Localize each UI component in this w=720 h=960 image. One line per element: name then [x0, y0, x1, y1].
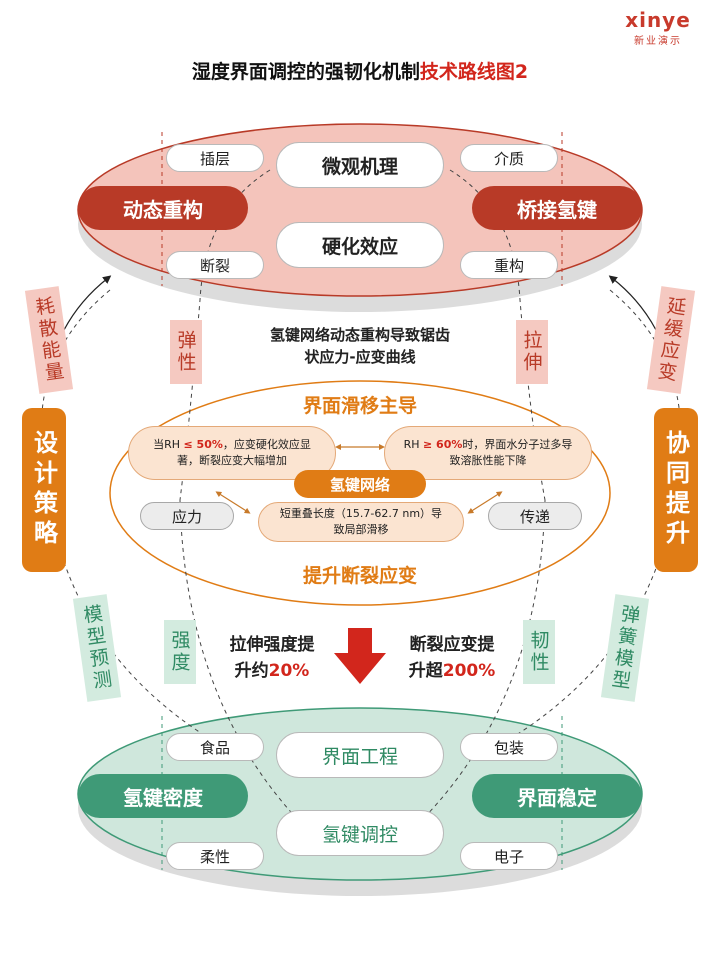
- middle-caption: 氢键网络动态重构导致锯齿 状应力-应变曲线: [230, 324, 490, 368]
- result-left-value: 20%: [268, 661, 310, 681]
- logo: xinye 新业演示: [610, 8, 706, 47]
- result-right-line1: 断裂应变提: [409, 635, 495, 655]
- bottom-right-bottom-text: 电子: [493, 847, 524, 866]
- bottom-left-main-pill: 氢键密度: [78, 774, 248, 818]
- top-left-top-text: 插层: [199, 149, 230, 168]
- guide-left-lower: [179, 499, 301, 823]
- result-left-line2: 升约20%: [214, 658, 330, 684]
- bottom-center-bottom-pill: 氢键调控: [276, 810, 444, 856]
- label-left-strategy: 设计策略: [22, 408, 66, 572]
- middle-left-grey-pill: 应力: [140, 502, 234, 530]
- middle-bottom-box-text: 短重叠长度（15.7-62.7 nm）导致局部滑移: [279, 507, 443, 536]
- bottom-right-top-text: 包装: [493, 738, 524, 757]
- page-title-main: 湿度界面调控的强韧化机制: [191, 60, 420, 83]
- bottom-right-top-pill: 包装: [460, 733, 558, 761]
- bottom-left-main-text: 氢键密度: [123, 785, 203, 810]
- page-title-highlight: 技术路线图2: [419, 60, 529, 83]
- top-center-top-text: 微观机理: [321, 155, 398, 178]
- logo-subtitle: 新业演示: [634, 36, 682, 47]
- middle-title-bottom: 提升断裂应变: [302, 564, 417, 587]
- bottom-center-bottom-text: 氢键调控: [321, 823, 398, 846]
- bottom-right-bottom-pill: 电子: [460, 842, 558, 870]
- middle-title-top: 界面滑移主导: [302, 394, 417, 417]
- arrow-up-right: [608, 275, 657, 331]
- middle-center-pill-text: 氢键网络: [329, 475, 390, 494]
- bottom-left-top-pill: 食品: [166, 733, 264, 761]
- logo-brand: xinye: [625, 8, 691, 32]
- middle-left-box-suffix: ，应变硬化效应显著，断裂应变大幅增加: [177, 438, 311, 467]
- label-right-strategy: 协同提升: [654, 408, 698, 572]
- label-left-mid: 弹性: [170, 320, 202, 384]
- arrow-mid-left-diag: [215, 491, 251, 514]
- middle-bottom-box: 短重叠长度（15.7-62.7 nm）导致局部滑移: [258, 502, 464, 542]
- bottom-right-main-text: 界面稳定: [517, 785, 597, 810]
- result-right-line2: 升超200%: [392, 658, 512, 684]
- label-left-low: 强度: [164, 620, 196, 684]
- result-right-prefix: 升超: [408, 661, 443, 681]
- top-left-bottom-text: 断裂: [199, 256, 230, 275]
- top-right-top-text: 介质: [493, 149, 524, 168]
- result-right-value: 200%: [442, 661, 496, 681]
- bottom-center-top-pill: 界面工程: [276, 732, 444, 778]
- middle-left-box-value: ≤ 50%: [183, 438, 223, 451]
- top-right-bottom-pill: 重构: [460, 251, 558, 279]
- top-right-main-text: 桥接氢键: [517, 197, 597, 222]
- big-down-arrow: [334, 628, 386, 684]
- middle-right-grey-pill: 传递: [488, 502, 582, 530]
- guide-right-lower: [419, 499, 546, 823]
- top-left-top-pill: 插层: [166, 144, 264, 172]
- top-center-bottom-pill: 硬化效应: [276, 222, 444, 268]
- arrow-mid-right-diag: [467, 491, 503, 514]
- middle-right-box-value: ≥ 60%: [423, 438, 463, 451]
- top-right-main-pill: 桥接氢键: [472, 186, 642, 230]
- top-left-main-pill: 动态重构: [78, 186, 248, 230]
- bottom-center-top-text: 界面工程: [321, 745, 398, 768]
- middle-left-grey-text: 应力: [171, 507, 202, 526]
- arrow-up-left: [63, 275, 112, 331]
- result-left-line1: 拉伸强度提: [229, 635, 315, 655]
- middle-caption-line2: 状应力-应变曲线: [304, 348, 416, 366]
- middle-right-box-suffix: 时，界面水分子过多导致溶胀性能下降: [449, 438, 573, 467]
- top-center-top-pill: 微观机理: [276, 142, 444, 188]
- middle-left-box-prefix: 当RH: [153, 438, 184, 451]
- middle-caption-line1: 氢键网络动态重构导致锯齿: [269, 326, 450, 344]
- result-left: 拉伸强度提 升约20%: [214, 632, 330, 684]
- top-right-top-pill: 介质: [460, 144, 558, 172]
- page-title: 湿度界面调控的强韧化机制 技术路线图2: [0, 56, 720, 84]
- label-right-mid: 拉伸: [516, 320, 548, 384]
- top-center-bottom-text: 硬化效应: [321, 235, 398, 258]
- bottom-right-main-pill: 界面稳定: [472, 774, 642, 818]
- top-left-bottom-pill: 断裂: [166, 251, 264, 279]
- label-right-low: 韧性: [523, 620, 555, 684]
- bottom-left-top-text: 食品: [199, 738, 230, 757]
- top-left-main-text: 动态重构: [123, 197, 203, 222]
- middle-left-box-text: 当RH ≤ 50%，应变硬化效应显著，断裂应变大幅增加: [147, 437, 317, 469]
- middle-right-box-prefix: RH: [403, 438, 424, 451]
- top-right-bottom-text: 重构: [493, 256, 524, 275]
- bottom-left-bottom-pill: 柔性: [166, 842, 264, 870]
- result-left-prefix: 升约: [234, 661, 269, 681]
- result-right: 断裂应变提 升超200%: [392, 632, 512, 684]
- middle-right-grey-text: 传递: [519, 507, 550, 526]
- middle-right-box-text: RH ≥ 60%时，界面水分子过多导致溶胀性能下降: [403, 437, 573, 469]
- bottom-left-bottom-text: 柔性: [199, 847, 230, 866]
- middle-center-pill: 氢键网络: [294, 470, 426, 498]
